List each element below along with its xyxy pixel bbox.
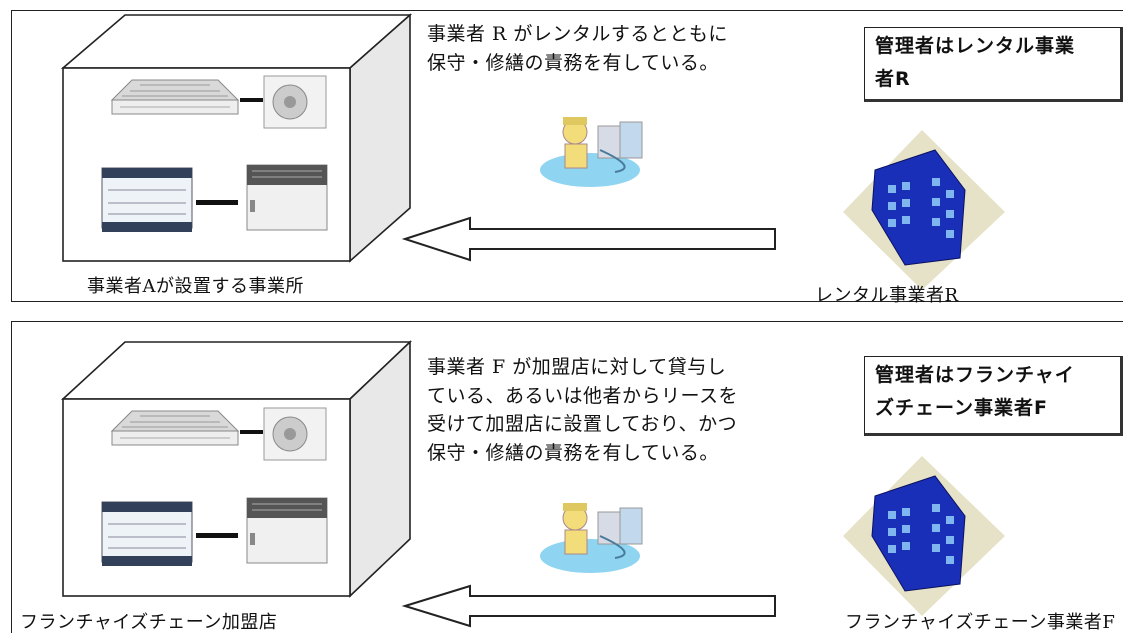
franchise-panel: 事業者 F が加盟店に対して貸与し ている、あるいは他者からリースを 受けて加盟… [0, 316, 1123, 633]
panel-frame [11, 10, 1123, 302]
manager-line: 者R [875, 68, 911, 90]
description-line: 保守・修繕の責務を有している。 [427, 51, 719, 74]
ceiling-ac-cassette-icon [110, 79, 240, 115]
description-line: 保守・修繕の責務を有している。 [427, 441, 719, 464]
ceiling-ac-cassette-icon [110, 410, 240, 446]
facility-caption: フランチャイズチェーン加盟店 [20, 612, 278, 633]
description-line: ている、あるいは他者からリースを [427, 384, 739, 407]
manager-line: ズチェーン事業者F [875, 397, 1049, 419]
responsibility-description: 事業者 R がレンタルするとともに 保守・修繕の責務を有している。 [427, 20, 728, 77]
franchise-panel-artwork [60, 340, 1005, 628]
description-line: 受けて加盟店に設置しており、かつ [427, 413, 738, 435]
arrow-left-icon [401, 216, 776, 262]
office-building-icon [843, 130, 1005, 290]
outdoor-ac-unit-icon [263, 75, 327, 129]
manager-line: 管理者はフランチャイ [875, 364, 1075, 386]
rental-panel: 事業者 R がレンタルするとともに 保守・修繕の責務を有している。 管理者はレン… [0, 0, 1123, 306]
pipe-connector [196, 200, 238, 205]
pipe-connector [240, 430, 263, 434]
pipe-connector [196, 533, 238, 538]
pipe-connector [240, 98, 263, 102]
office-building-icon [843, 456, 1005, 616]
refrigerated-showcase-icon [101, 167, 193, 232]
refrigerated-showcase-icon [101, 501, 193, 566]
description-line: 事業者 R がレンタルするとともに [427, 23, 728, 45]
maintenance-worker-icon [540, 117, 643, 187]
panel-frame [11, 321, 1123, 633]
responsibility-description: 事業者 F が加盟店に対して貸与し ている、あるいは他者からリースを 受けて加盟… [427, 353, 738, 467]
rental-panel-artwork [60, 13, 1005, 290]
company-caption: フランチャイズチェーン事業者F [845, 612, 1116, 633]
arrow-left-icon [401, 584, 776, 628]
description-line: 事業者 F が加盟店に対して貸与し [427, 356, 727, 378]
condensing-unit-icon [246, 164, 328, 231]
manager-box: 管理者はフランチャイ ズチェーン事業者F [864, 356, 1123, 436]
maintenance-worker-icon [540, 503, 643, 573]
facility-caption: 事業者Aが設置する事業所 [87, 276, 304, 297]
manager-box: 管理者はレンタル事業 者R [864, 27, 1123, 102]
condensing-unit-icon [246, 497, 328, 564]
outdoor-ac-unit-icon [263, 407, 327, 461]
company-caption: レンタル事業者R [815, 285, 959, 306]
manager-line: 管理者はレンタル事業 [875, 35, 1076, 57]
